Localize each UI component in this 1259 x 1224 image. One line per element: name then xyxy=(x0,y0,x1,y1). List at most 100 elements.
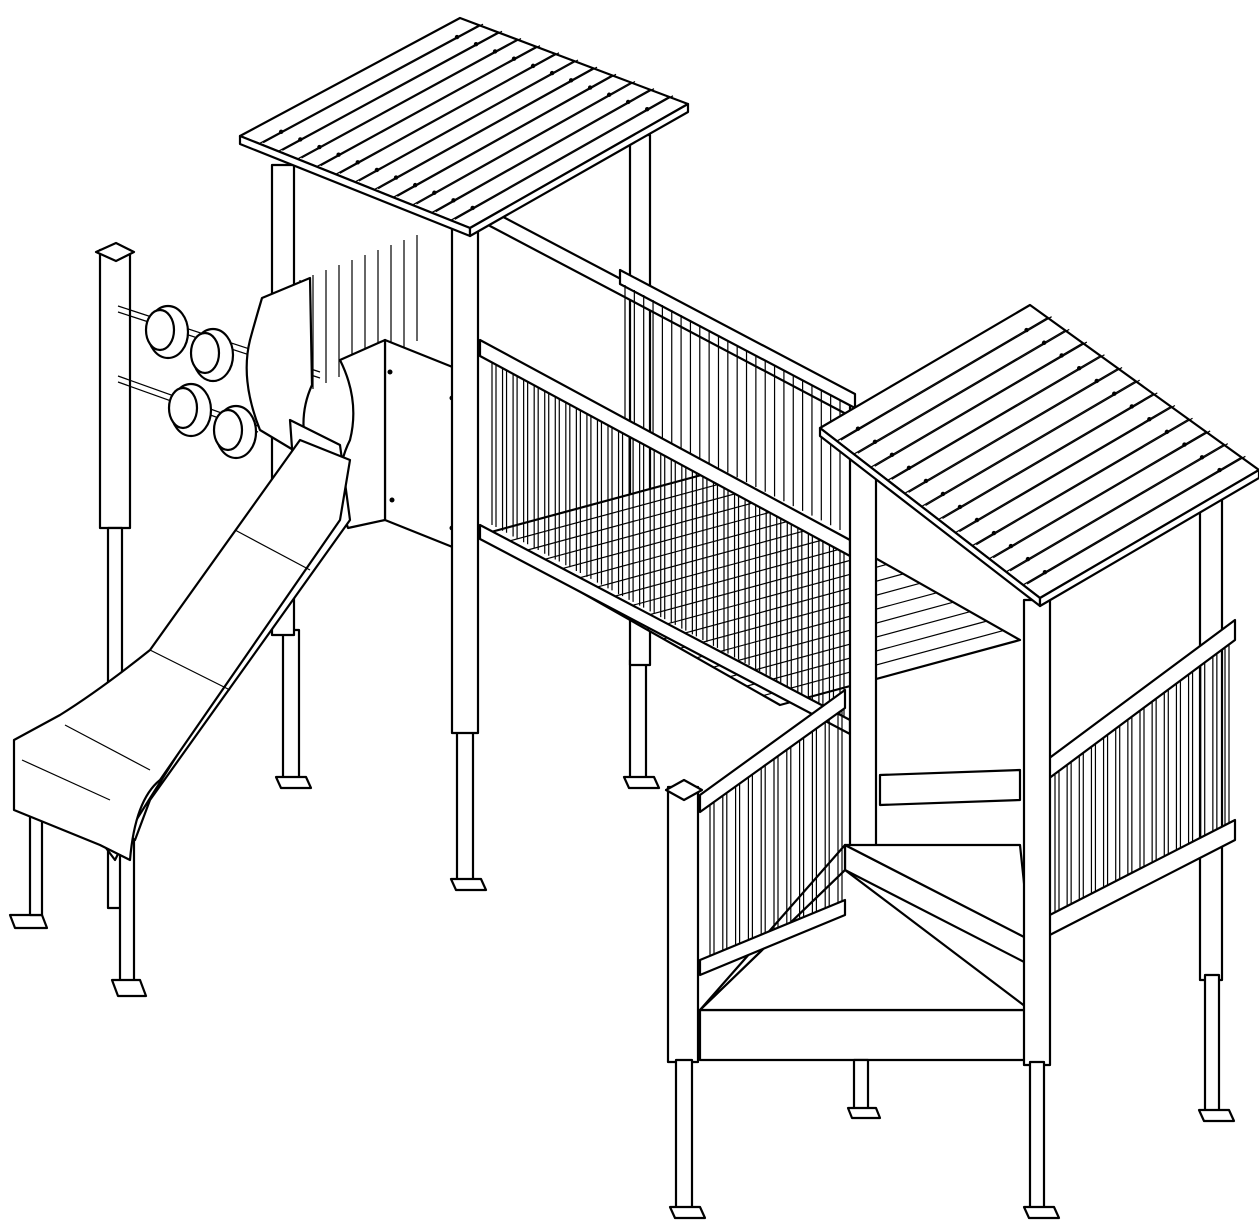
roof-bolt xyxy=(1164,429,1170,435)
roof-board-line xyxy=(262,23,484,144)
roof-board-line xyxy=(992,430,1211,559)
roof-board-line xyxy=(1005,444,1225,573)
roof-bolt xyxy=(940,491,946,497)
roof-board-line xyxy=(959,405,1176,533)
roof-bolt xyxy=(530,63,536,69)
roof-bolt xyxy=(1024,327,1029,333)
roof-board-line xyxy=(976,417,1193,546)
roof-board-line xyxy=(840,316,1052,441)
roof-bolt xyxy=(454,34,460,40)
left-roof xyxy=(238,16,690,238)
roof-bolt xyxy=(1147,416,1152,422)
left-tower-front-post xyxy=(450,226,480,735)
roof-board-line xyxy=(450,96,670,221)
roof-bolt xyxy=(923,478,929,484)
roof-bolt xyxy=(568,78,574,83)
roof-board-line xyxy=(1022,456,1242,586)
roof-bolt xyxy=(625,99,631,105)
roof-board-line xyxy=(339,52,560,174)
roof-bolt xyxy=(492,49,498,54)
roof-board-line xyxy=(853,329,1066,455)
roof-bolt xyxy=(432,190,437,195)
roof-board-line xyxy=(320,45,541,167)
roof-bolt xyxy=(355,160,360,165)
bridge-back-slats xyxy=(624,285,841,530)
roof-board-line xyxy=(942,392,1158,520)
right-tower-front-left-post xyxy=(848,456,878,855)
roof-board-line xyxy=(358,59,579,182)
slide xyxy=(12,418,352,998)
deck-board-line xyxy=(679,582,921,649)
roof-bolt xyxy=(317,144,322,150)
roof-board-line xyxy=(397,73,617,197)
roof-board-line xyxy=(393,74,613,198)
roof-bolt xyxy=(855,426,861,431)
roof-board-line xyxy=(870,342,1084,468)
roof-board-line xyxy=(887,355,1101,481)
roof-board-line xyxy=(435,88,655,213)
leg-front-tower-left xyxy=(449,728,488,892)
roof-board-line xyxy=(301,37,522,159)
right-tower-side-slats xyxy=(1054,637,1230,925)
roof-board-line xyxy=(955,406,1172,534)
roof-bolt xyxy=(974,517,980,523)
roof-board-line xyxy=(857,328,1070,454)
roof-bolt xyxy=(1025,556,1031,562)
roof-bolt xyxy=(1094,378,1099,384)
roof-bolt xyxy=(991,530,997,536)
roof-bolt xyxy=(278,129,284,135)
roof-bolt xyxy=(1008,543,1014,549)
roof-board-line xyxy=(972,418,1189,547)
roof-bolt xyxy=(1042,569,1048,575)
roof-board-line xyxy=(908,366,1123,493)
left-tower-entry-panel xyxy=(338,338,462,552)
deck-board-line xyxy=(579,526,821,593)
roof-board-line xyxy=(1009,443,1229,572)
right-roof xyxy=(818,303,1259,608)
roof-bolt xyxy=(1129,404,1135,409)
stair-side-slats xyxy=(709,709,843,960)
leg-back-middle xyxy=(622,658,661,790)
stair-post xyxy=(664,778,707,1220)
deck-board-line xyxy=(563,516,804,583)
roof-board-line xyxy=(282,30,503,151)
deck-board-line xyxy=(596,535,837,602)
roof-board-line xyxy=(988,431,1207,560)
roof-bolt xyxy=(644,106,650,112)
roof-bolt xyxy=(298,137,303,142)
roof-board-line xyxy=(278,31,499,152)
bridge-front-slats xyxy=(491,360,845,717)
roof-board-line xyxy=(258,24,480,145)
roof-board-line xyxy=(373,67,594,191)
deck-board-line xyxy=(696,592,937,659)
roof-board-line xyxy=(454,95,674,220)
left-tower-wavy-panel xyxy=(245,276,314,462)
roof-bolt xyxy=(957,504,963,510)
roof-bolt xyxy=(906,465,912,471)
roof-bolt xyxy=(889,452,895,458)
roof-board-line xyxy=(335,53,556,175)
roof-board-line xyxy=(377,66,598,190)
deck-board-line xyxy=(763,629,1004,697)
roof-board-line xyxy=(1026,455,1246,585)
right-tower-front-right-post xyxy=(1022,598,1061,1220)
roof-board-line xyxy=(921,380,1136,507)
roof-board-line xyxy=(354,60,575,183)
roof-bolt xyxy=(1076,366,1082,371)
roof-board-line xyxy=(938,393,1154,521)
roof-board-line xyxy=(904,367,1119,494)
roof-board-line xyxy=(925,379,1140,506)
roof-bolt xyxy=(511,56,517,61)
roof-bolt xyxy=(1199,455,1205,460)
roof-bolt xyxy=(549,70,555,76)
roof-bolt xyxy=(872,439,878,444)
roof-bolt xyxy=(451,198,456,203)
roof-board-line xyxy=(836,317,1048,442)
roof-board-line xyxy=(316,46,537,168)
roof-bolt xyxy=(413,182,418,188)
roof-bolt xyxy=(587,85,593,90)
stair-handrail xyxy=(698,688,847,977)
roof-board-line xyxy=(412,81,632,206)
